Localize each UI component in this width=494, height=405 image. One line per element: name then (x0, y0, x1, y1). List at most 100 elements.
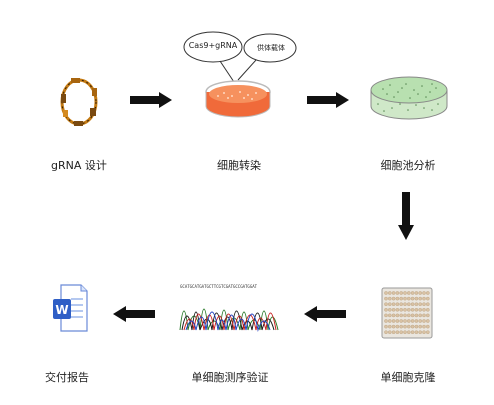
well (426, 330, 430, 335)
well (426, 313, 430, 318)
well (391, 296, 396, 301)
well (418, 324, 423, 329)
well (403, 296, 407, 301)
well (418, 302, 423, 307)
well (403, 302, 407, 307)
well (406, 313, 411, 318)
well (426, 319, 430, 323)
petri-dish-green-icon (370, 76, 448, 120)
well (422, 291, 426, 295)
well (388, 296, 392, 301)
well (426, 296, 430, 301)
well (403, 313, 407, 318)
well (395, 324, 400, 329)
well (399, 296, 404, 301)
well (422, 324, 426, 329)
well (422, 296, 426, 301)
well (388, 319, 392, 323)
well (414, 324, 419, 329)
well (399, 319, 404, 323)
well (399, 330, 404, 335)
well (388, 302, 392, 307)
sequencing-chromatogram-icon (178, 282, 280, 334)
well (414, 302, 419, 307)
well (399, 324, 404, 329)
well (395, 330, 400, 335)
svg-text:W: W (55, 303, 68, 317)
well (414, 291, 419, 295)
well (388, 291, 392, 295)
well (410, 302, 415, 307)
well (384, 324, 388, 329)
well (384, 330, 388, 335)
well (414, 296, 419, 301)
well (384, 296, 388, 301)
well (399, 307, 404, 312)
arrow-right-icon (307, 92, 349, 108)
well (391, 302, 396, 307)
well (391, 324, 396, 329)
well (403, 307, 407, 312)
well (384, 302, 388, 307)
well (388, 324, 392, 329)
well (426, 302, 430, 307)
well (395, 291, 400, 295)
well (391, 307, 396, 312)
well (403, 291, 407, 295)
well-plate-icon (381, 287, 433, 339)
well (410, 319, 415, 323)
petri-dish-red-icon (205, 80, 271, 118)
well (418, 307, 423, 312)
arrow-right-icon (130, 92, 172, 108)
well (395, 302, 400, 307)
well (395, 313, 400, 318)
arrow-left-icon (304, 306, 346, 322)
well (422, 307, 426, 312)
well (406, 296, 411, 301)
well (414, 319, 419, 323)
step-label-transfection: 细胞转染 (217, 159, 261, 172)
step-label-grna-design: gRNA 设计 (51, 159, 107, 172)
well (426, 324, 430, 329)
well (414, 307, 419, 312)
well (395, 307, 400, 312)
well (406, 291, 411, 295)
well (403, 330, 407, 335)
well (418, 330, 423, 335)
well (391, 313, 396, 318)
well (399, 291, 404, 295)
well (391, 291, 396, 295)
well (410, 307, 415, 312)
speech-bubble-donor (237, 33, 297, 81)
well (406, 330, 411, 335)
well (399, 313, 404, 318)
well (388, 313, 392, 318)
well (406, 319, 411, 323)
well (414, 330, 419, 335)
word-document-icon: W (53, 284, 88, 332)
bubble-label-cas9: Cas9+gRNA (188, 41, 238, 50)
well (388, 307, 392, 312)
well (384, 291, 388, 295)
bubble-label-donor: 供体载体 (257, 44, 285, 52)
step-label-single-cell-cloning: 单细胞克隆 (380, 371, 436, 384)
well (422, 302, 426, 307)
well (384, 319, 388, 323)
arrow-down-icon (398, 192, 414, 240)
well (414, 313, 419, 318)
well (388, 330, 392, 335)
well (391, 319, 396, 323)
well (410, 291, 415, 295)
well (426, 291, 430, 295)
well (422, 330, 426, 335)
well (422, 319, 426, 323)
plasmid-icon (60, 78, 98, 126)
well (410, 296, 415, 301)
arrow-left-icon (113, 306, 155, 322)
well (422, 313, 426, 318)
well (410, 324, 415, 329)
well (406, 302, 411, 307)
well (426, 307, 430, 312)
well (418, 296, 423, 301)
well (410, 313, 415, 318)
